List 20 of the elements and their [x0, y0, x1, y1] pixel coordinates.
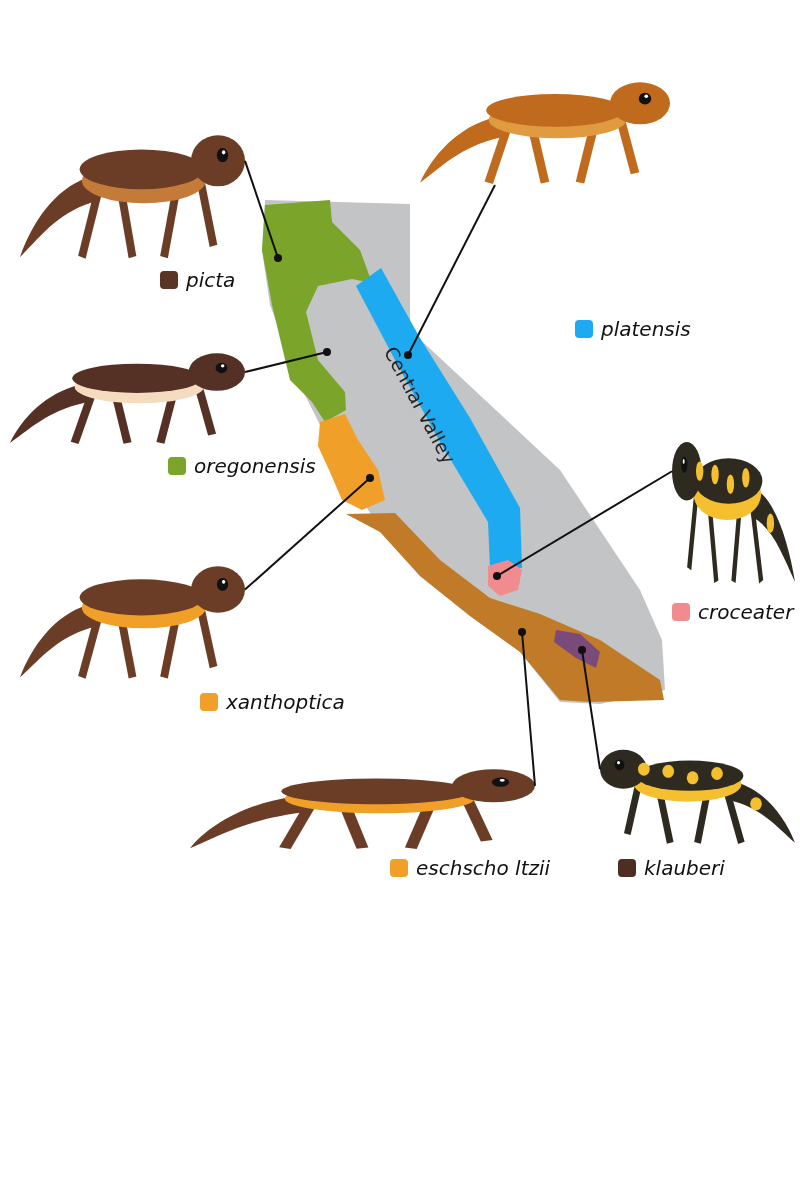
legend-label: klauberi [644, 856, 725, 880]
legend-label: croceater [698, 600, 794, 624]
leader-line [578, 646, 601, 771]
legend-label: picta [186, 268, 236, 292]
range-region [346, 513, 664, 702]
leader-line [518, 628, 536, 787]
legend-label: oregonensis [194, 454, 316, 478]
range-region [488, 560, 522, 596]
leader-line [244, 159, 282, 262]
range-region [318, 414, 385, 510]
range-region [554, 630, 600, 668]
range-region [356, 268, 522, 568]
legend-label: xanthoptica [226, 690, 345, 714]
legend-label: eschscho ltzii [416, 856, 551, 880]
leader-line [404, 184, 496, 359]
leader-line [493, 470, 673, 580]
range-region [262, 200, 372, 422]
leader-line [244, 348, 331, 374]
leader-line [244, 474, 374, 591]
legend-label: platensis [601, 317, 691, 341]
